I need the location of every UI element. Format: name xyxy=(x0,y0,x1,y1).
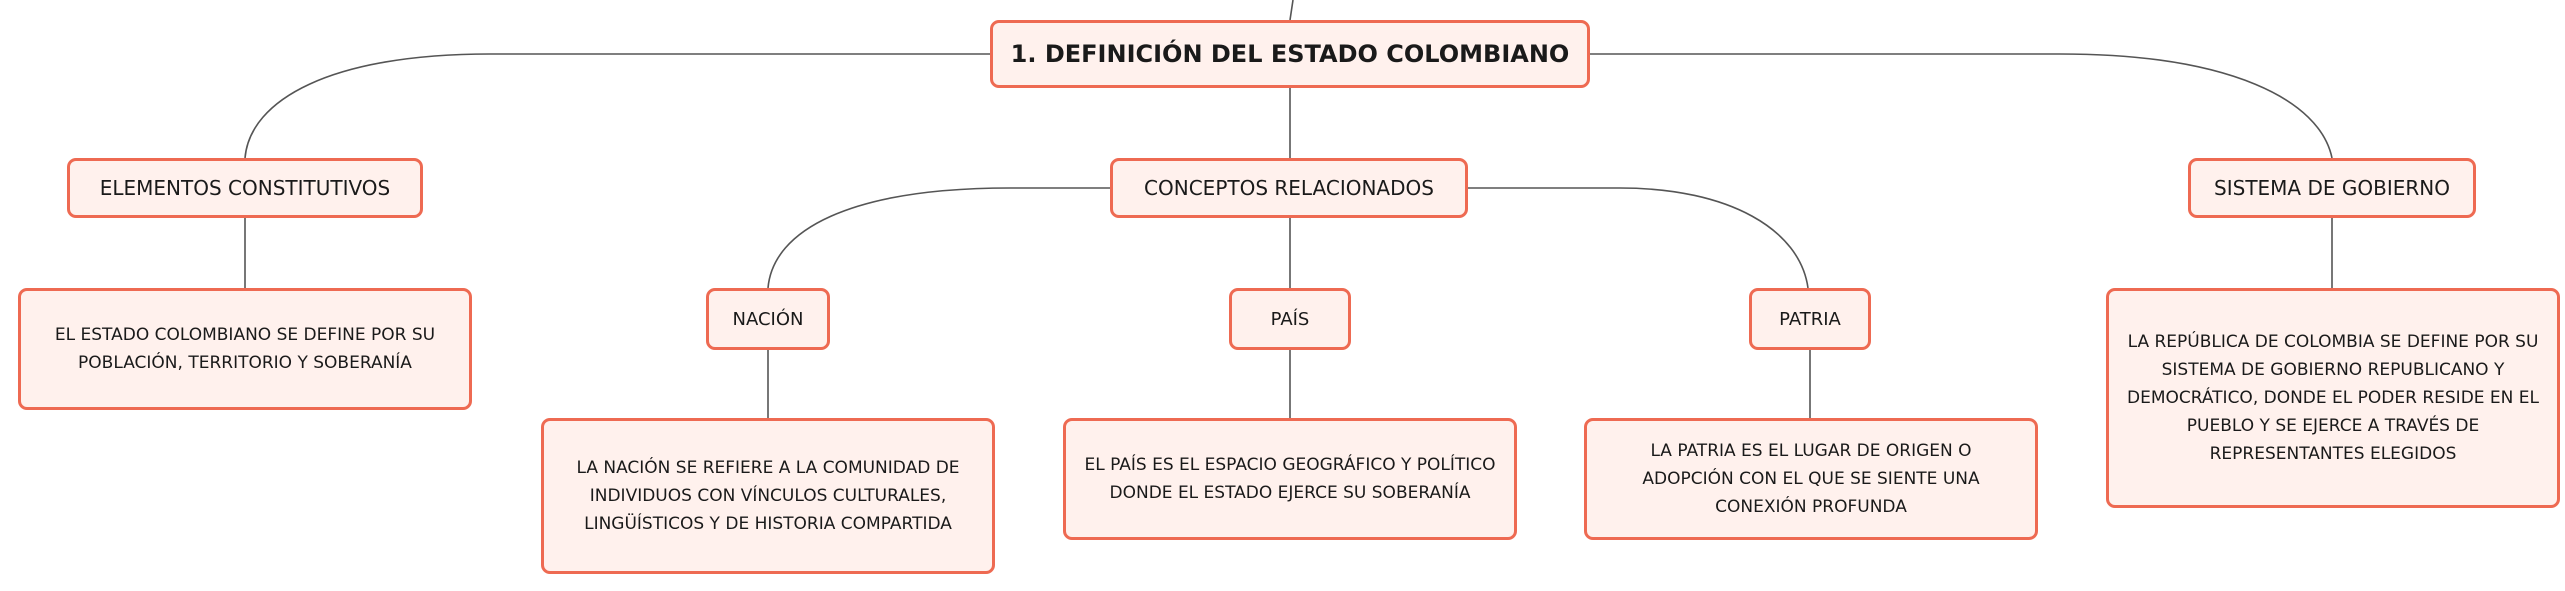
elementos-desc-node[interactable]: EL ESTADO COLOMBIANO SE DEFINE POR SU PO… xyxy=(18,288,472,410)
elementos-desc: EL ESTADO COLOMBIANO SE DEFINE POR SU PO… xyxy=(54,325,436,373)
patria-desc-node[interactable]: LA PATRIA ES EL LUGAR DE ORIGEN O ADOPCI… xyxy=(1584,418,2038,540)
connector-incoming xyxy=(1289,0,1294,21)
conceptos-label: CONCEPTOS RELACIONADOS xyxy=(1144,176,1434,200)
root-label: 1. DEFINICIÓN DEL ESTADO COLOMBIANO xyxy=(1010,40,1570,68)
pais-node[interactable]: PAÍS xyxy=(1229,288,1351,350)
sistema-label: SISTEMA DE GOBIERNO xyxy=(2214,176,2450,200)
patria-node[interactable]: PATRIA xyxy=(1749,288,1871,350)
connector-conceptos-nacion xyxy=(767,187,1110,289)
patria-desc: LA PATRIA ES EL LUGAR DE ORIGEN O ADOPCI… xyxy=(1642,441,1980,517)
elementos-label: ELEMENTOS CONSTITUTIVOS xyxy=(99,176,391,200)
nacion-desc: LA NACIÓN SE REFIERE A LA COMUNIDAD DE I… xyxy=(576,458,960,534)
conceptos-node[interactable]: CONCEPTOS RELACIONADOS xyxy=(1110,158,1468,218)
connector-root-elementos xyxy=(244,53,990,159)
nacion-desc-node[interactable]: LA NACIÓN SE REFIERE A LA COMUNIDAD DE I… xyxy=(541,418,995,574)
pais-label: PAÍS xyxy=(1270,308,1310,330)
pais-desc-node[interactable]: EL PAÍS ES EL ESPACIO GEOGRÁFICO Y POLÍT… xyxy=(1063,418,1517,540)
sistema-desc: LA REPÚBLICA DE COLOMBIA SE DEFINE POR S… xyxy=(2126,332,2540,464)
pais-desc: EL PAÍS ES EL ESPACIO GEOGRÁFICO Y POLÍT… xyxy=(1084,455,1496,503)
connector-conceptos-patria xyxy=(1468,187,1809,289)
nacion-label: NACIÓN xyxy=(732,308,804,330)
sistema-desc-node[interactable]: LA REPÚBLICA DE COLOMBIA SE DEFINE POR S… xyxy=(2106,288,2560,508)
sistema-node[interactable]: SISTEMA DE GOBIERNO xyxy=(2188,158,2476,218)
connector-root-sistema xyxy=(1590,53,2333,159)
patria-label: PATRIA xyxy=(1779,308,1841,330)
nacion-node[interactable]: NACIÓN xyxy=(706,288,830,350)
elementos-node[interactable]: ELEMENTOS CONSTITUTIVOS xyxy=(67,158,423,218)
root-node[interactable]: 1. DEFINICIÓN DEL ESTADO COLOMBIANO xyxy=(990,20,1590,88)
